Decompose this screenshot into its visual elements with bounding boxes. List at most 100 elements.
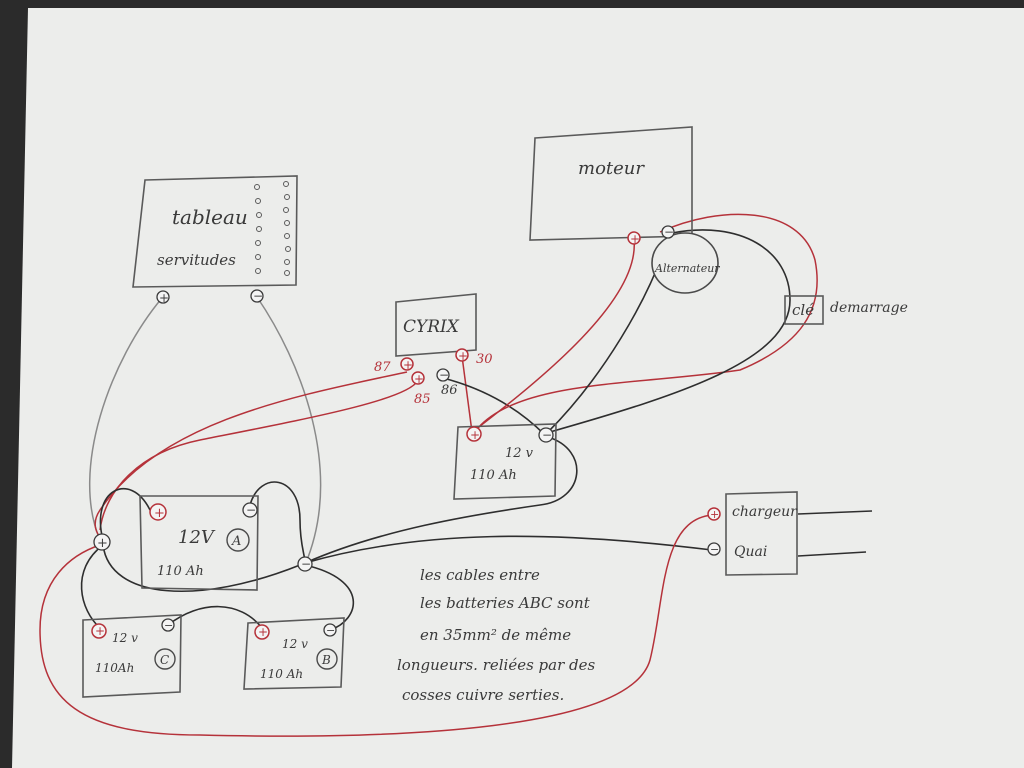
chargeur-line1: chargeur (732, 504, 798, 520)
wire-bank-c-b (167, 605, 263, 629)
battery-main-plus-terminal (466, 426, 482, 442)
cyrix-86-terminal (436, 368, 450, 382)
battery-c-id: C (160, 653, 169, 667)
battery-b: 12 v 110 Ah B + − (243, 617, 345, 690)
battery-main-volt: 12 v (505, 446, 534, 461)
wire-bank-a-plus (99, 488, 151, 541)
wire-cyrix-30 (461, 355, 473, 433)
battery-b-minus-sign: − (326, 624, 335, 637)
battery-a-plus-sign: + (154, 506, 165, 521)
cle-caption: demarrage (830, 300, 908, 316)
tableau-minus-sign: − (253, 289, 263, 303)
battery-b-cap: 110 Ah (260, 667, 303, 681)
alternateur-label: Alternateur (654, 262, 720, 275)
wire-charger-out-1 (797, 510, 873, 515)
battery-c: 12 v 110Ah C + − (82, 614, 182, 698)
note-line-2: les batteries ABC sont (420, 594, 591, 612)
battery-a-minus-sign: − (246, 503, 256, 517)
moteur-title: moteur (578, 158, 645, 179)
battery-main: 12 v 110 Ah + − (453, 423, 557, 500)
wire-charger-out-2 (797, 551, 867, 557)
alternateur-plus-terminal (627, 231, 641, 245)
battery-b-plus-terminal (254, 624, 270, 640)
cyrix-86-sign: − (439, 368, 449, 382)
battery-a-id: A (231, 534, 241, 549)
wire-charger-plus (39, 514, 713, 737)
note-line-4: longueurs. reliées par des (397, 656, 596, 674)
wire-tableau-plus (88, 297, 163, 541)
bank-minus-junction (297, 556, 313, 572)
cyrix-85-terminal (411, 371, 425, 385)
chargeur-minus-sign: − (710, 543, 719, 556)
tableau-box: tableau servitudes + − (132, 175, 298, 305)
battery-a-cap: 110 Ah (157, 564, 204, 579)
cyrix-87-sign: + (403, 358, 413, 372)
tableau-title: tableau (172, 205, 248, 229)
battery-b-id-circle (316, 648, 338, 670)
cyrix-30-terminal (455, 348, 469, 362)
note-line-5: cosses cuivre serties. (402, 686, 564, 704)
tableau-minus-terminal (250, 289, 264, 303)
battery-c-plus-terminal (91, 623, 107, 639)
battery-a-id-circle (226, 528, 250, 552)
wire-dark-cle (549, 229, 791, 433)
battery-main-cap: 110 Ah (470, 468, 517, 483)
cyrix-30-label: 30 (476, 352, 493, 367)
battery-c-id-circle (154, 648, 176, 670)
battery-a-minus-terminal (242, 502, 258, 518)
chargeur-minus-terminal (707, 542, 721, 556)
chargeur-quai: chargeur Quai + − (707, 491, 798, 576)
battery-c-volt: 12 v (112, 631, 138, 645)
battery-b-minus-terminal (323, 623, 337, 637)
wire-main-to-bank (304, 436, 578, 564)
battery-a-plus-terminal (149, 503, 167, 521)
bank-plus-sign: + (97, 536, 108, 551)
chargeur-plus-terminal (707, 507, 721, 521)
battery-b-id: B (321, 653, 331, 667)
wire-bank-cross (102, 544, 301, 593)
cyrix-85-sign: + (414, 372, 424, 386)
battery-c-minus-sign: − (164, 619, 173, 632)
wire-bank-c-plus (80, 544, 104, 629)
cle-demarrage: clé demarrage (784, 295, 908, 325)
wire-tableau-minus (256, 296, 322, 566)
battery-main-minus-sign: − (542, 428, 552, 442)
tableau-subtitle: servitudes (157, 251, 236, 269)
cyrix-87-label: 87 (374, 360, 391, 375)
alternateur-minus-sign: − (664, 225, 674, 239)
battery-c-cap: 110Ah (95, 661, 134, 675)
note-line-1: les cables entre (420, 566, 540, 584)
tableau-plus-sign: + (159, 291, 169, 305)
battery-a: 12V 110 Ah A + − (139, 495, 259, 591)
chargeur-plus-sign: + (710, 508, 719, 521)
note-line-3: en 35mm² de même (420, 626, 571, 644)
alternateur-minus-terminal (661, 225, 675, 239)
bank-minus-sign: − (301, 557, 311, 571)
battery-b-plus-sign: + (258, 625, 268, 639)
cyrix-title: CYRIX (403, 317, 460, 337)
tableau-plus-terminal (156, 290, 170, 304)
battery-main-minus-terminal (538, 427, 554, 443)
chargeur-line2: Quai (734, 544, 767, 560)
wire-bank-b-minus (304, 564, 354, 631)
cyrix-86-label: 86 (441, 383, 458, 398)
battery-c-minus-terminal (161, 618, 175, 632)
cyrix-85-label: 85 (414, 392, 431, 407)
battery-c-plus-sign: + (95, 624, 105, 638)
wire-bank-a-minus (249, 481, 306, 564)
cyrix-87-terminal (400, 357, 414, 371)
cle-label: clé (792, 301, 814, 319)
battery-b-volt: 12 v (282, 637, 308, 651)
wire-red-cle (477, 213, 818, 429)
cable-note: les cables entre les batteries ABC sont … (397, 566, 596, 704)
wire-bank-to-charger (304, 535, 713, 564)
cyrix-relay: CYRIX + 87 + 85 − 86 + 30 (374, 293, 493, 407)
battery-a-volt: 12V (178, 527, 216, 548)
cyrix-30-sign: + (458, 349, 468, 363)
battery-main-plus-sign: + (470, 428, 480, 442)
alternateur-plus-sign: + (630, 232, 640, 246)
alternateur: Alternateur + − (627, 225, 720, 294)
tableau-fuse-dots (254, 181, 291, 276)
bank-plus-junction (93, 533, 111, 551)
